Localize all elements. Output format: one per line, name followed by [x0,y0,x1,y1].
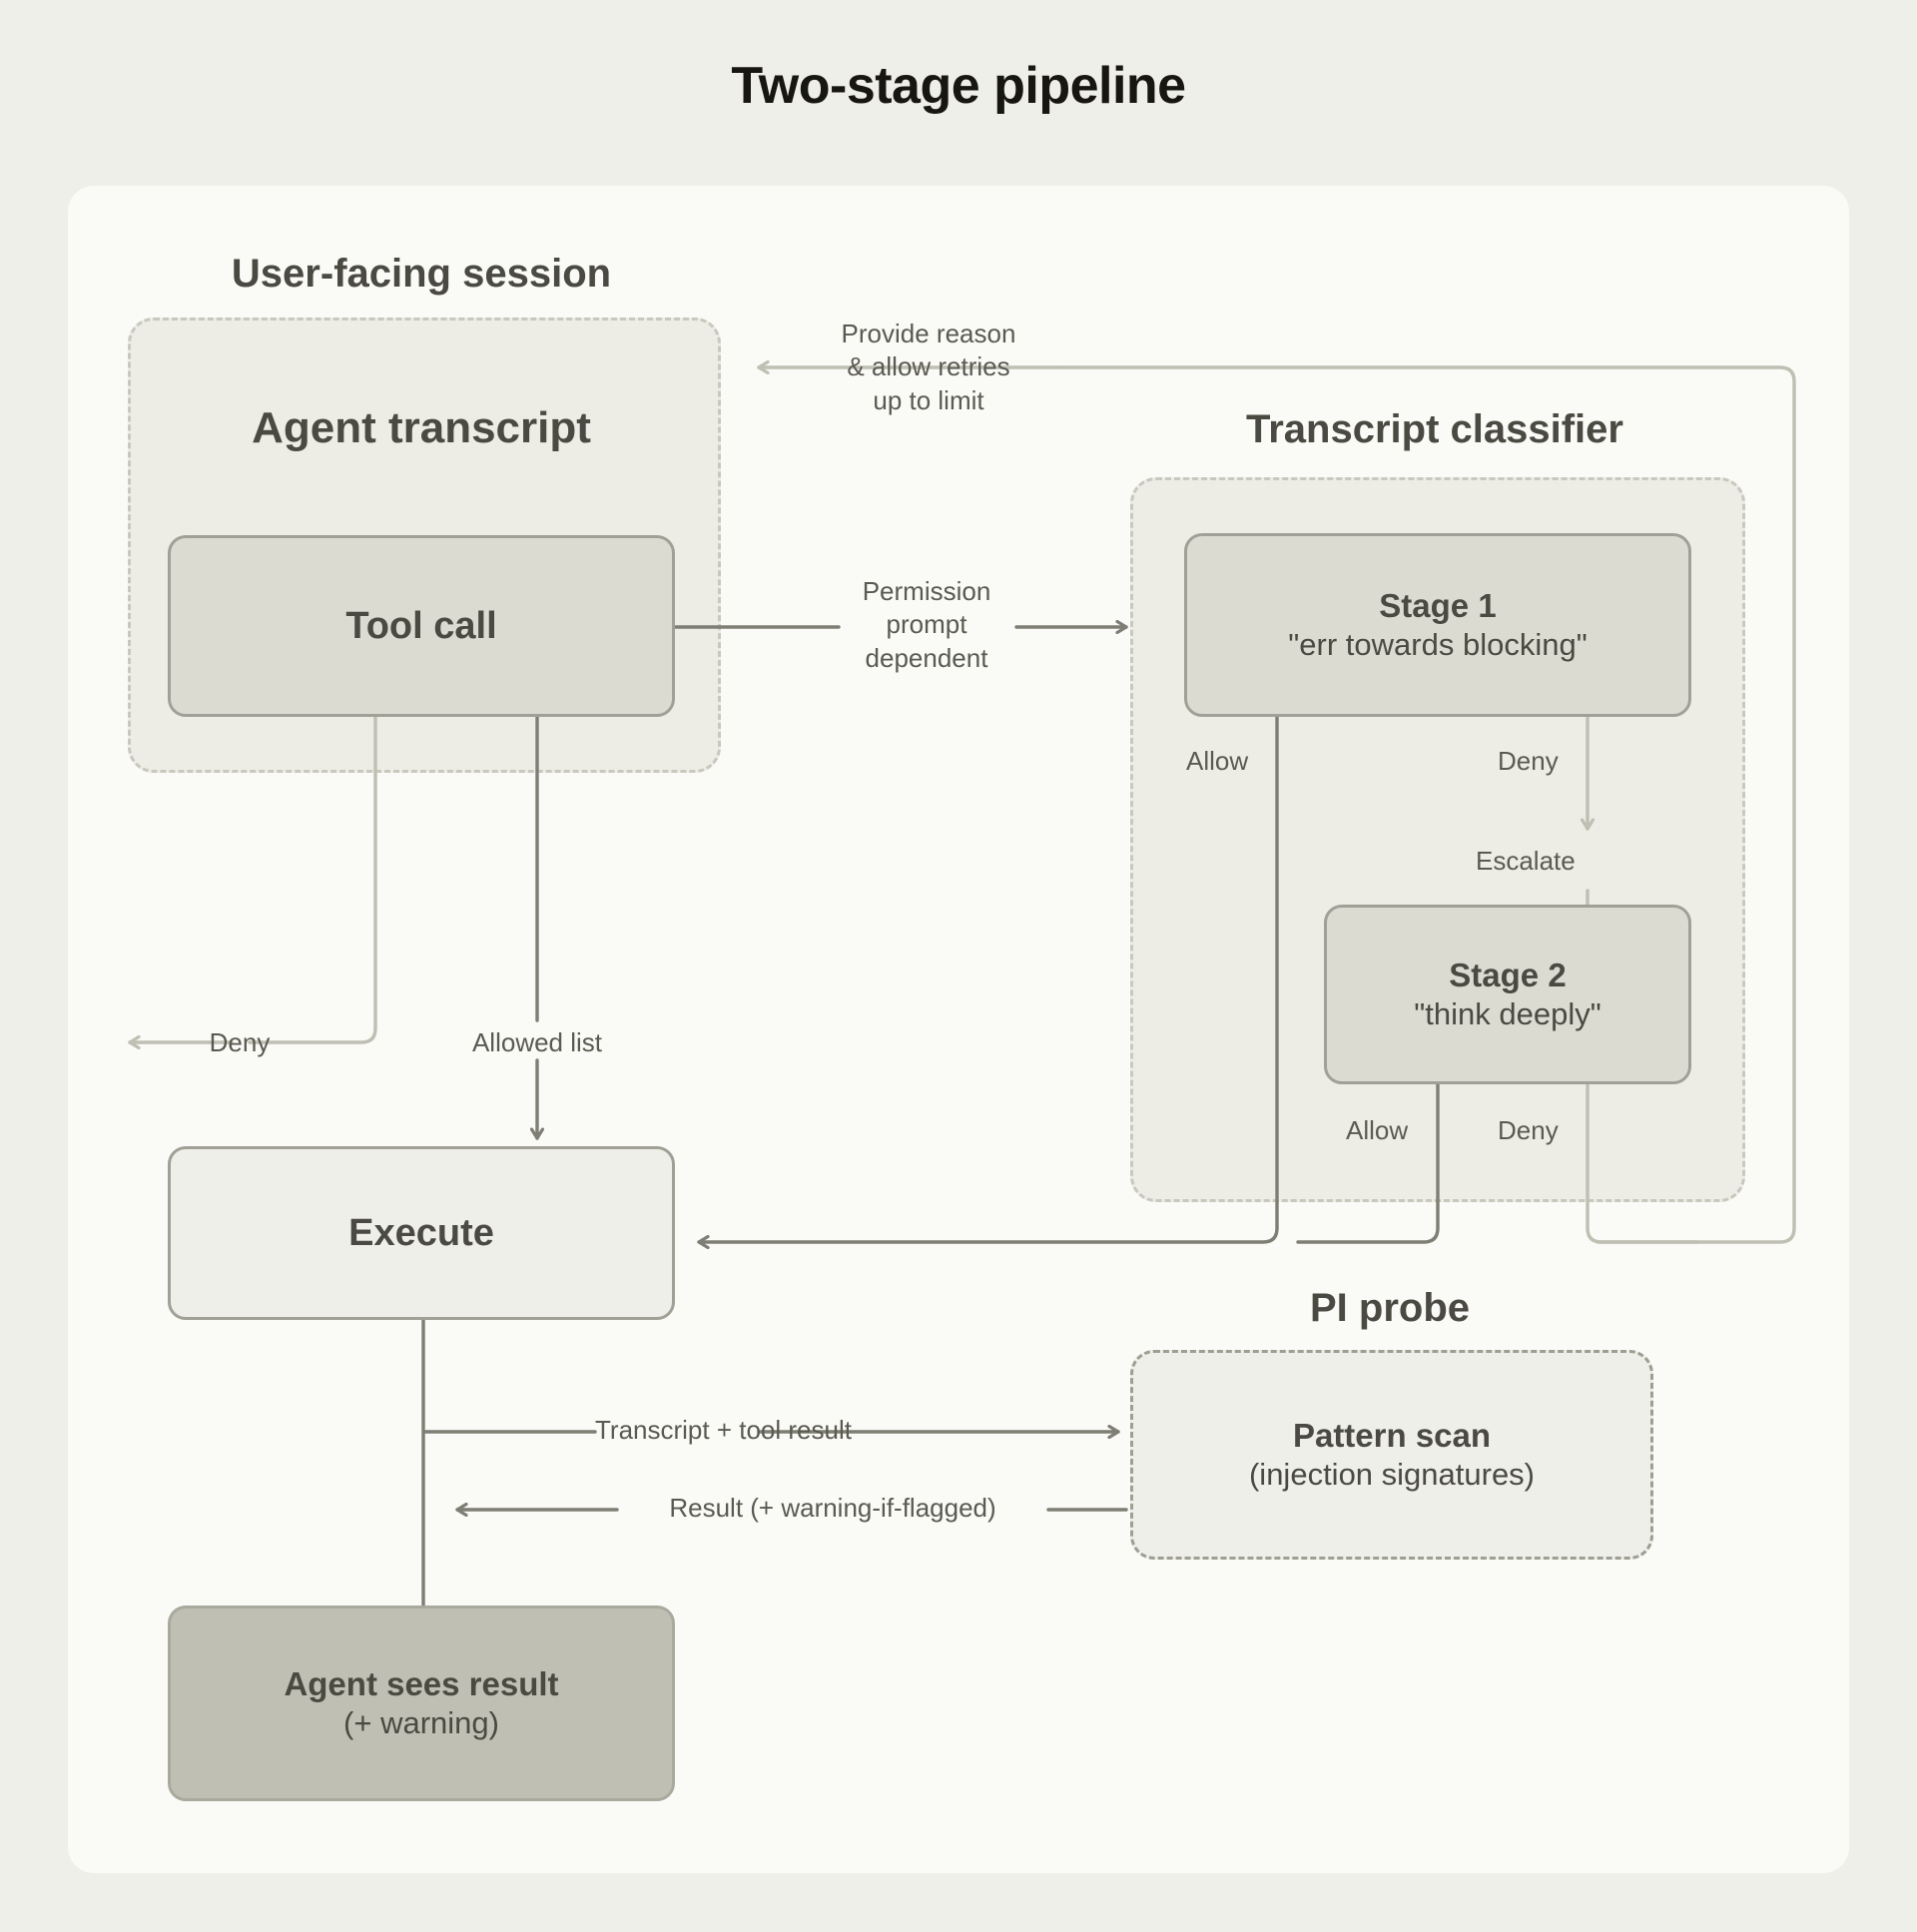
page-title: Two-stage pipeline [731,57,1186,115]
node-tool-call-label: Tool call [345,604,497,647]
edge-label-provide-reason: Provide reason & allow retries up to lim… [841,319,1016,415]
node-stage-2[interactable]: Stage 2 "think deeply" [1324,905,1691,1084]
node-agent-transcript-label: Agent transcript [252,403,591,453]
node-agent-transcript[interactable]: Agent transcript [128,379,715,477]
group-label-pi-probe: PI probe [1309,1286,1471,1330]
node-stage-1-title: Stage 1 [1379,586,1497,624]
edge-label-transcript-tool-result: Transcript + tool result [595,1415,852,1445]
node-pattern-scan[interactable]: Pattern scan (injection signatures) [1130,1350,1653,1560]
edge-label-allowed-list: Allowed list [471,1027,603,1057]
node-agent-sees-result[interactable]: Agent sees result (+ warning) [168,1606,675,1801]
node-stage-1-subtitle: "err towards blocking" [1288,626,1588,662]
edge-label-permission-prompt: Permission prompt dependent [862,576,991,673]
edge-label-stage2-allow: Allow [1346,1115,1409,1145]
node-stage-1[interactable]: Stage 1 "err towards blocking" [1184,533,1691,717]
node-execute[interactable]: Execute [168,1146,675,1320]
edge-label-deny-left: Deny [209,1027,271,1057]
edge-label-stage2-deny: Deny [1498,1115,1559,1145]
edge-label-escalate: Escalate [1476,846,1576,876]
edge-label-stage1-allow: Allow [1186,746,1249,776]
node-stage-2-title: Stage 2 [1449,956,1567,993]
edge-label-stage1-deny: Deny [1498,746,1559,776]
node-pattern-scan-title: Pattern scan [1292,1416,1492,1454]
node-execute-label: Execute [348,1211,494,1254]
edge-label-result-warning: Result (+ warning-if-flagged) [669,1493,996,1523]
node-agent-sees-result-subtitle: (+ warning) [343,1704,499,1740]
node-tool-call[interactable]: Tool call [168,535,675,717]
node-pattern-scan-subtitle: (injection signatures) [1248,1456,1536,1492]
group-label-transcript-classifier: Transcript classifier [1246,407,1623,451]
group-label-user-facing-session: User-facing session [231,252,612,296]
node-stage-2-subtitle: "think deeply" [1414,995,1601,1031]
node-agent-sees-result-title: Agent sees result [284,1664,559,1702]
